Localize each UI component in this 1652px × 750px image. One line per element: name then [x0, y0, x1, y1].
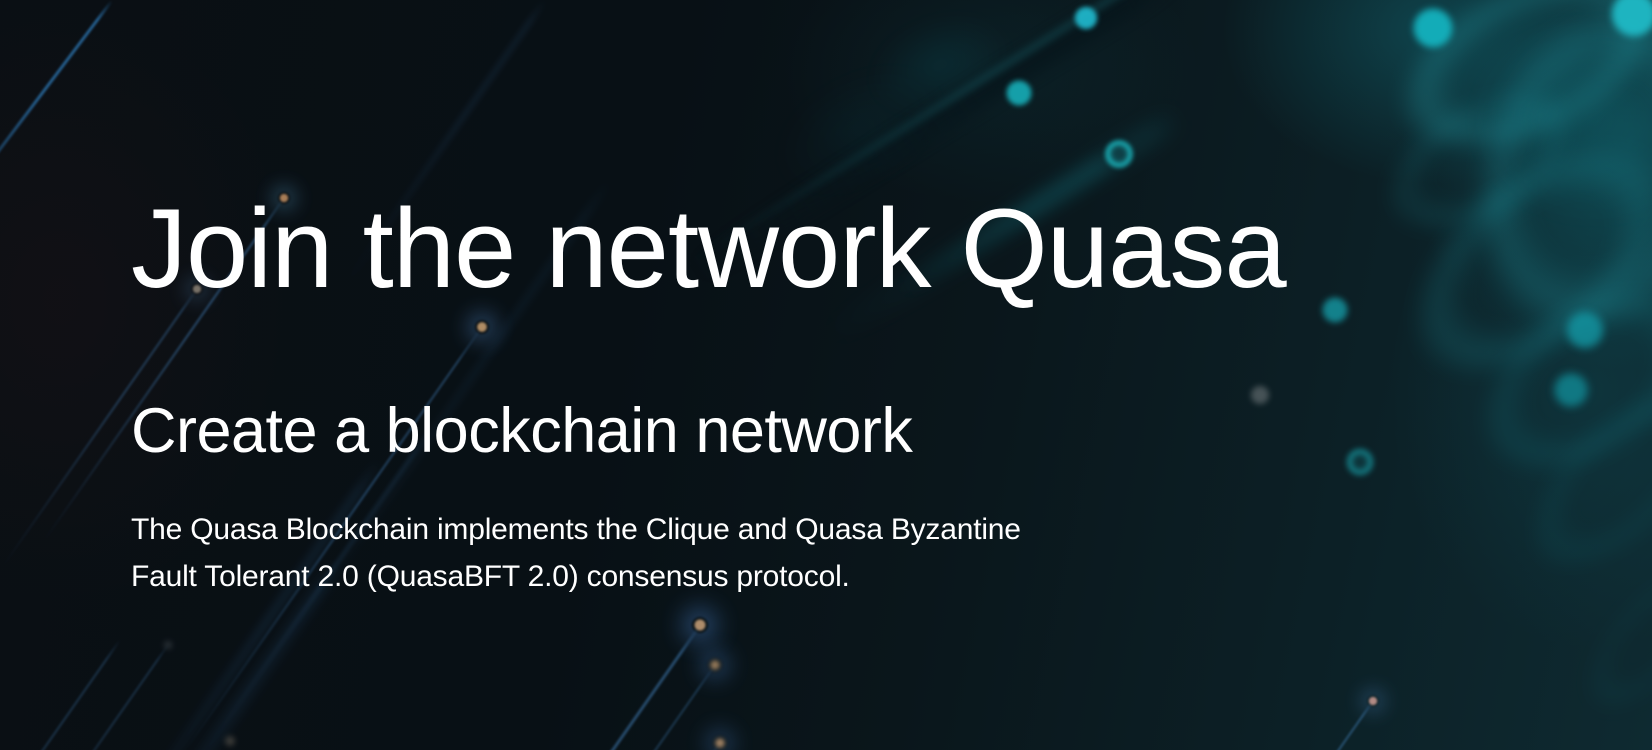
- bokeh-light: [1547, 366, 1595, 414]
- bokeh-light: [1367, 695, 1379, 707]
- bokeh-light: [1001, 75, 1037, 111]
- bokeh-light: [692, 617, 708, 633]
- description-line: The Quasa Blockchain implements the Cliq…: [131, 513, 1021, 546]
- bokeh-light: [1247, 382, 1273, 408]
- bokeh-light: [708, 658, 722, 672]
- bokeh-light: [1602, 0, 1652, 46]
- bokeh-light: [223, 734, 237, 748]
- bokeh-light: [1070, 2, 1102, 34]
- bokeh-light: [162, 639, 174, 651]
- bokeh-light: [1559, 304, 1611, 356]
- hero-description: The Quasa Blockchain implements the Cliq…: [131, 506, 1021, 600]
- page-title: Join the network Quasa: [131, 186, 1287, 311]
- bokeh-light: [1317, 292, 1353, 328]
- bokeh-light: [713, 736, 727, 750]
- description-line: Fault Tolerant 2.0 (QuasaBFT 2.0) consen…: [131, 560, 850, 593]
- bokeh-light: [1405, 0, 1461, 56]
- bokeh-light: [475, 320, 489, 334]
- bokeh-light: [1344, 446, 1376, 478]
- bokeh-light: [1102, 137, 1136, 171]
- page-subtitle: Create a blockchain network: [131, 396, 913, 466]
